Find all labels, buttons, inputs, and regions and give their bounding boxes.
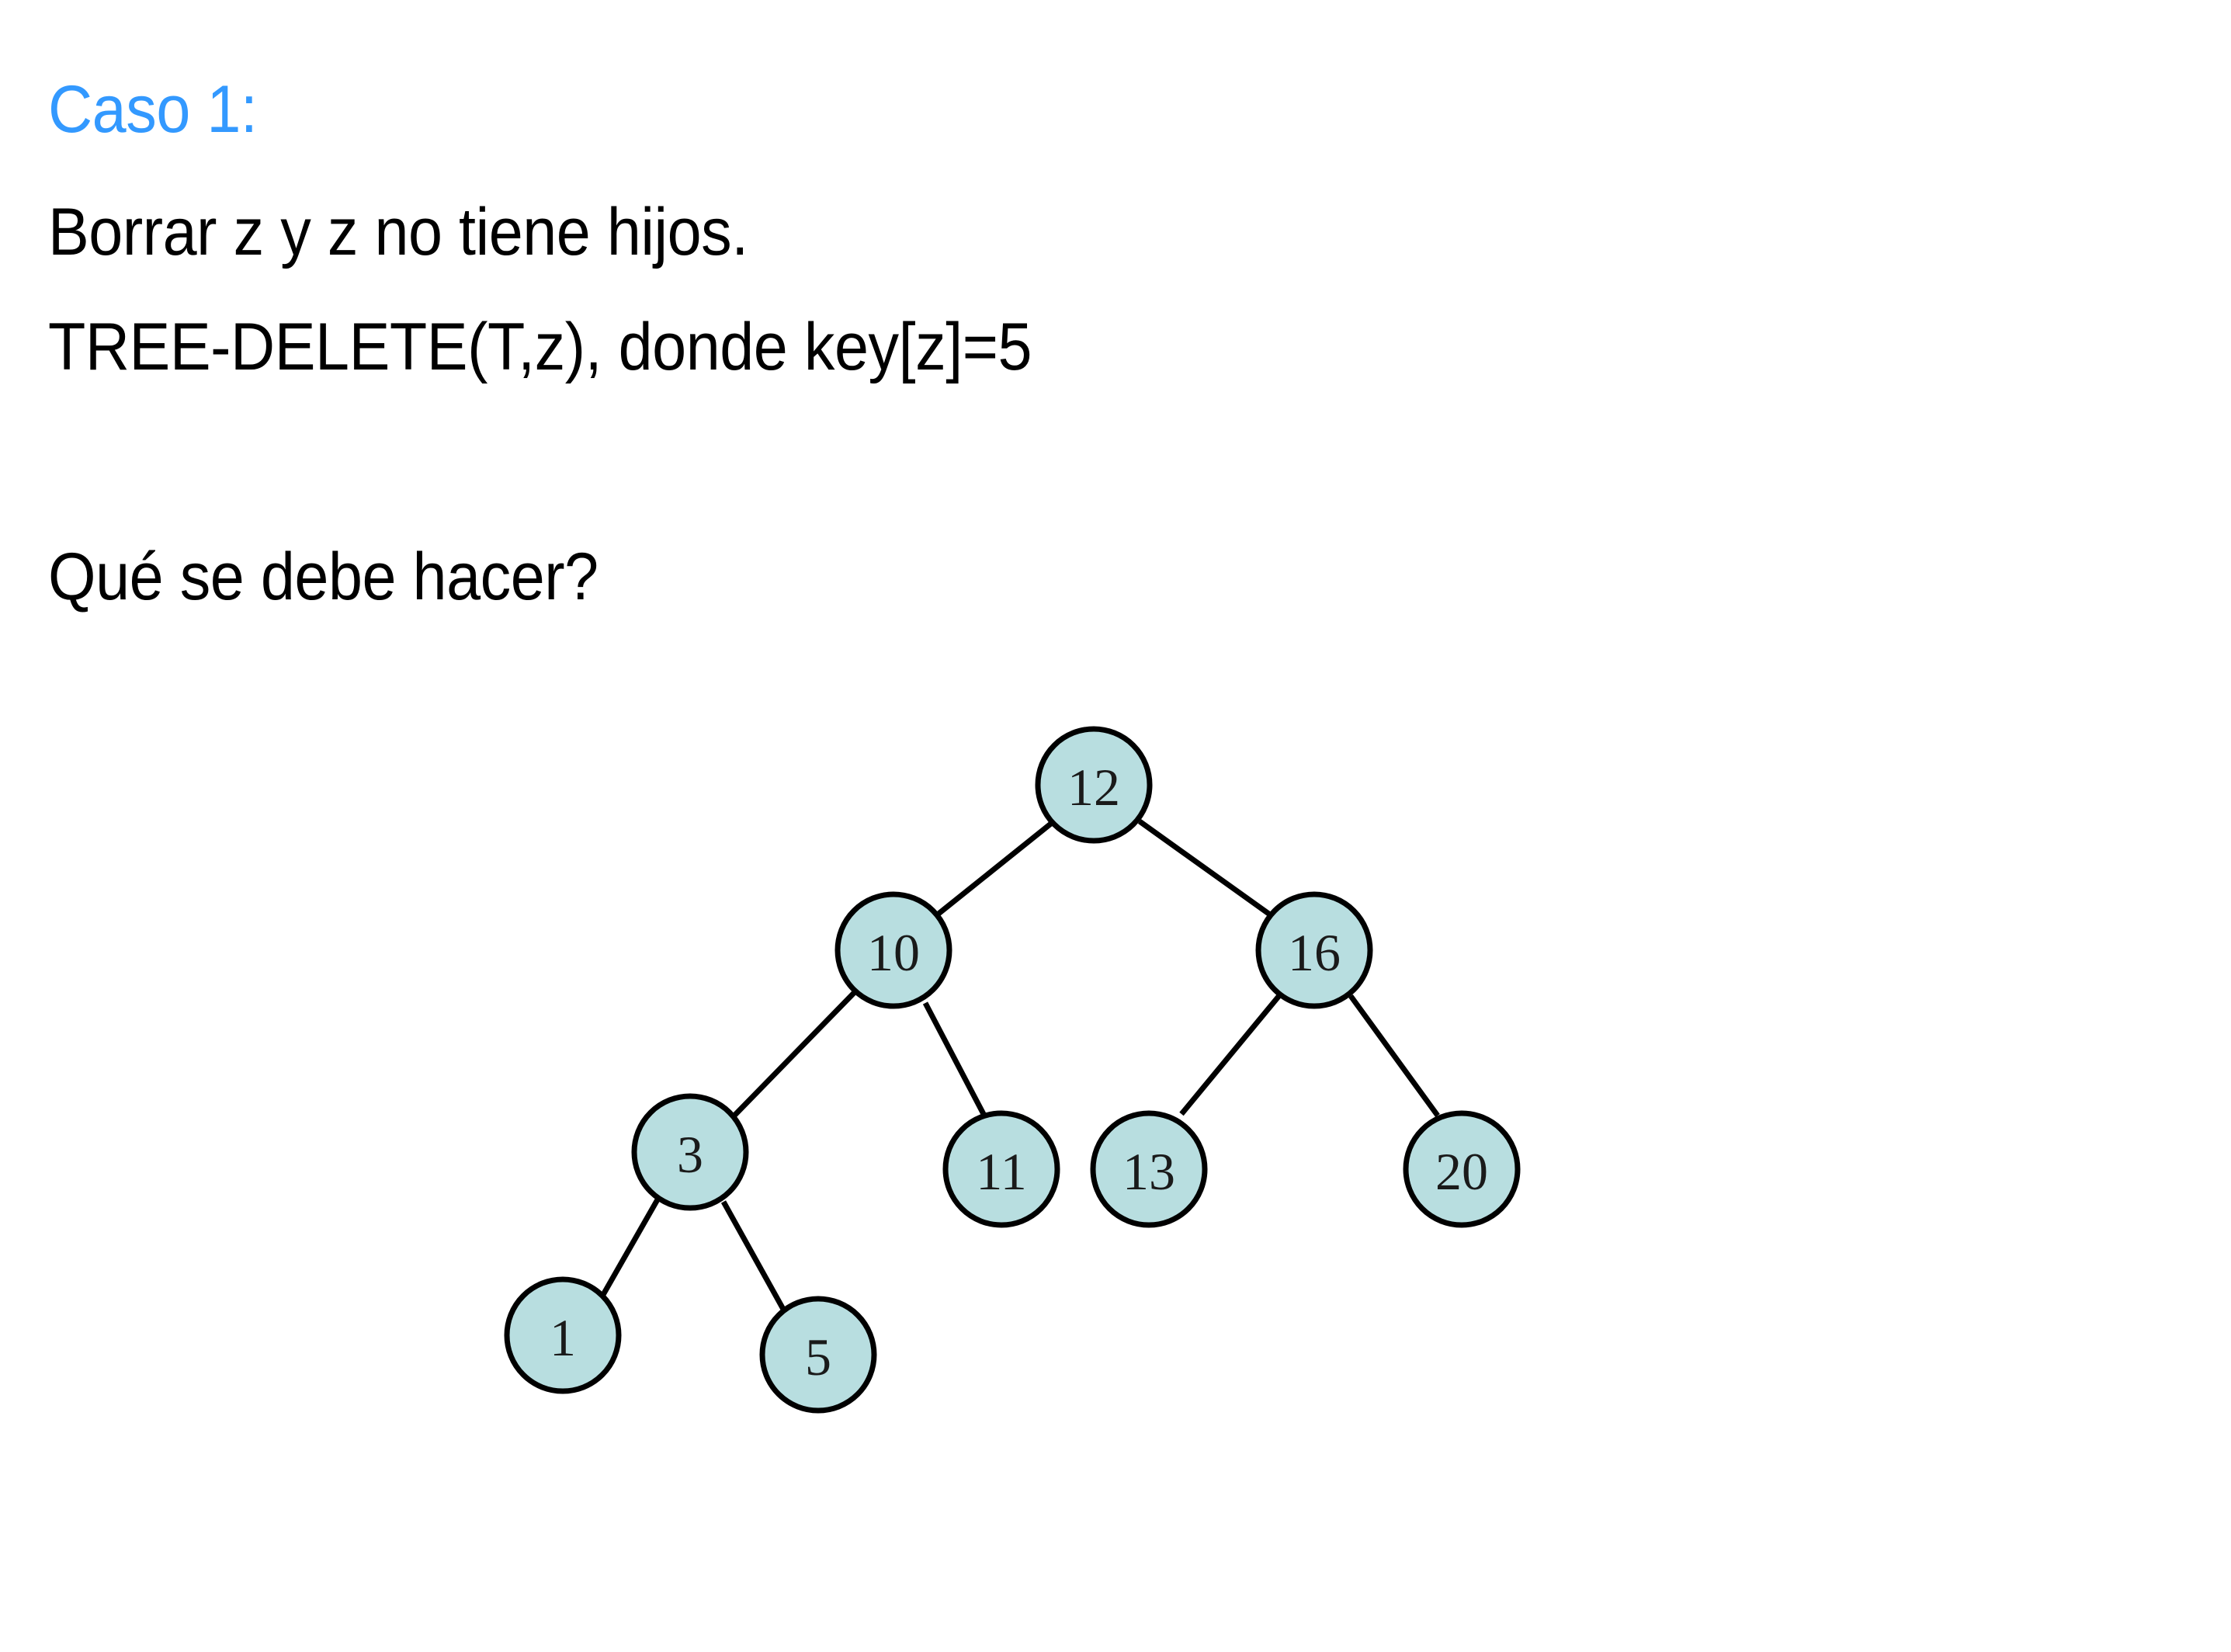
tree-node-label-10: 10 (867, 923, 920, 982)
tree-node-12[interactable]: 12 (1035, 726, 1153, 844)
tree-edge-n10-n3 (730, 989, 858, 1120)
tree-edge-n16-n20 (1348, 994, 1440, 1118)
tree-node-circle-11[interactable] (942, 1110, 1060, 1228)
tree-node-20[interactable]: 20 (1403, 1110, 1521, 1228)
body-line-tree-delete: TREE-DELETE(T,z), donde key[z]=5 (48, 310, 1032, 384)
tree-node-circle-13[interactable] (1090, 1110, 1208, 1228)
tree-edge-n12-n10 (932, 821, 1054, 919)
tree-node-label-13: 13 (1122, 1142, 1175, 1201)
tree-edge-n10-n11 (922, 1001, 987, 1117)
tree-node-circle-12[interactable] (1035, 726, 1153, 844)
body-line-question: Qué se debe hacer? (48, 540, 599, 614)
tree-node-label-20: 20 (1435, 1142, 1488, 1201)
tree-node-5[interactable]: 5 (759, 1296, 877, 1414)
heading-caso-1: Caso 1: (48, 72, 258, 147)
tree-edge-n3-n5 (720, 1200, 788, 1314)
tree-node-circle-20[interactable] (1403, 1110, 1521, 1228)
tree-node-circle-3[interactable] (631, 1093, 749, 1211)
tree-node-11[interactable]: 11 (942, 1110, 1060, 1228)
tree-node-label-11: 11 (976, 1142, 1026, 1201)
tree-node-label-3: 3 (677, 1125, 703, 1184)
tree-node-label-5: 5 (805, 1328, 831, 1386)
tree-node-circle-5[interactable] (759, 1296, 877, 1414)
tree-node-label-12: 12 (1067, 758, 1120, 817)
tree-edge-group (598, 819, 1440, 1314)
tree-edge-n12-n16 (1137, 819, 1281, 923)
tree-edge-n3-n1 (598, 1194, 663, 1300)
tree-node-circle-10[interactable] (834, 891, 952, 1009)
tree-node-1[interactable]: 1 (504, 1276, 622, 1394)
body-line-borrar: Borrar z y z no tiene hijos. (48, 195, 748, 269)
tree-node-label-1: 1 (550, 1308, 576, 1367)
tree-node-10[interactable]: 10 (834, 891, 952, 1009)
tree-node-circle-1[interactable] (504, 1276, 622, 1394)
tree-node-3[interactable]: 3 (631, 1093, 749, 1211)
tree-node-label-16: 16 (1288, 923, 1341, 982)
tree-node-group: 12 10 16 3 11 13 20 1 5 (504, 726, 1521, 1414)
tree-node-circle-16[interactable] (1255, 891, 1373, 1009)
tree-node-16[interactable]: 16 (1255, 891, 1373, 1009)
tree-node-13[interactable]: 13 (1090, 1110, 1208, 1228)
tree-edge-n16-n13 (1179, 991, 1283, 1116)
